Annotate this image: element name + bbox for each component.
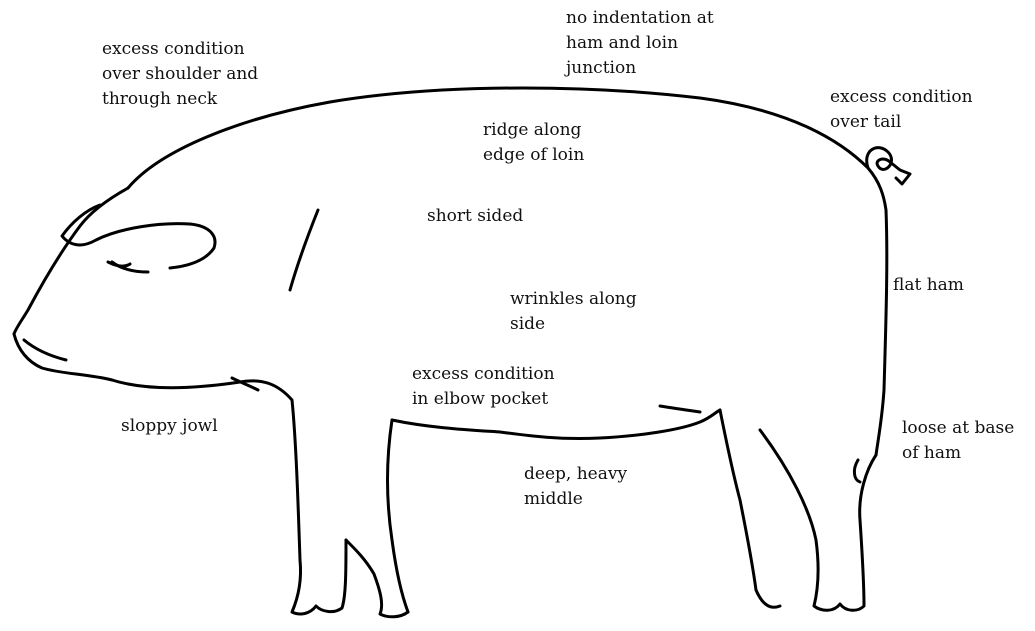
label-line: through neck [102, 87, 258, 112]
label-line: flat ham [893, 273, 964, 298]
pig-jowl [112, 380, 300, 560]
pig-hind-leg-front [720, 410, 780, 607]
label-line: side [510, 312, 637, 337]
label-line: excess condition [830, 85, 973, 110]
label-deep-heavy-middle: deep, heavy middle [524, 462, 627, 512]
label-no-indentation-ham-loin: no indentation at ham and loin junction [566, 6, 714, 81]
label-line: short sided [427, 204, 523, 229]
label-flat-ham: flat ham [893, 273, 964, 298]
label-line: excess condition [102, 37, 258, 62]
label-line: no indentation at [566, 6, 714, 31]
pig-mouth [24, 340, 66, 360]
pig-elbow-fold [660, 406, 700, 412]
label-excess-condition-elbow: excess condition in elbow pocket [412, 362, 555, 412]
label-line: ham and loin [566, 31, 714, 56]
label-sloppy-jowl: sloppy jowl [121, 414, 218, 439]
label-line: edge of loin [483, 143, 584, 168]
pig-eye [108, 262, 130, 266]
label-line: ridge along [483, 118, 584, 143]
label-line: of ham [902, 441, 1014, 466]
label-line: sloppy jowl [121, 414, 218, 439]
label-excess-condition-tail: excess condition over tail [830, 85, 973, 135]
pig-tail [867, 148, 910, 184]
label-line: loose at base [902, 416, 1014, 441]
pig-hind-leg-back [760, 430, 876, 610]
pig-belly [392, 410, 720, 439]
pig-front-foreleg [388, 420, 409, 612]
label-line: middle [524, 487, 627, 512]
pig-snout [14, 334, 112, 380]
label-line: over shoulder and [102, 62, 258, 87]
label-short-sided: short sided [427, 204, 523, 229]
label-wrinkles-along-side: wrinkles along side [510, 287, 637, 337]
pig-shoulder-crease [290, 210, 318, 290]
label-loose-at-base-of-ham: loose at base of ham [902, 416, 1014, 466]
label-line: excess condition [412, 362, 555, 387]
label-excess-condition-shoulder: excess condition over shoulder and throu… [102, 37, 258, 112]
pig-ear [62, 205, 215, 268]
label-ridge-along-loin: ridge along edge of loin [483, 118, 584, 168]
label-line: junction [566, 56, 714, 81]
pig-hind-dewclaw [854, 460, 860, 482]
label-line: wrinkles along [510, 287, 637, 312]
label-line: deep, heavy [524, 462, 627, 487]
label-line: in elbow pocket [412, 387, 555, 412]
label-line: over tail [830, 110, 973, 135]
